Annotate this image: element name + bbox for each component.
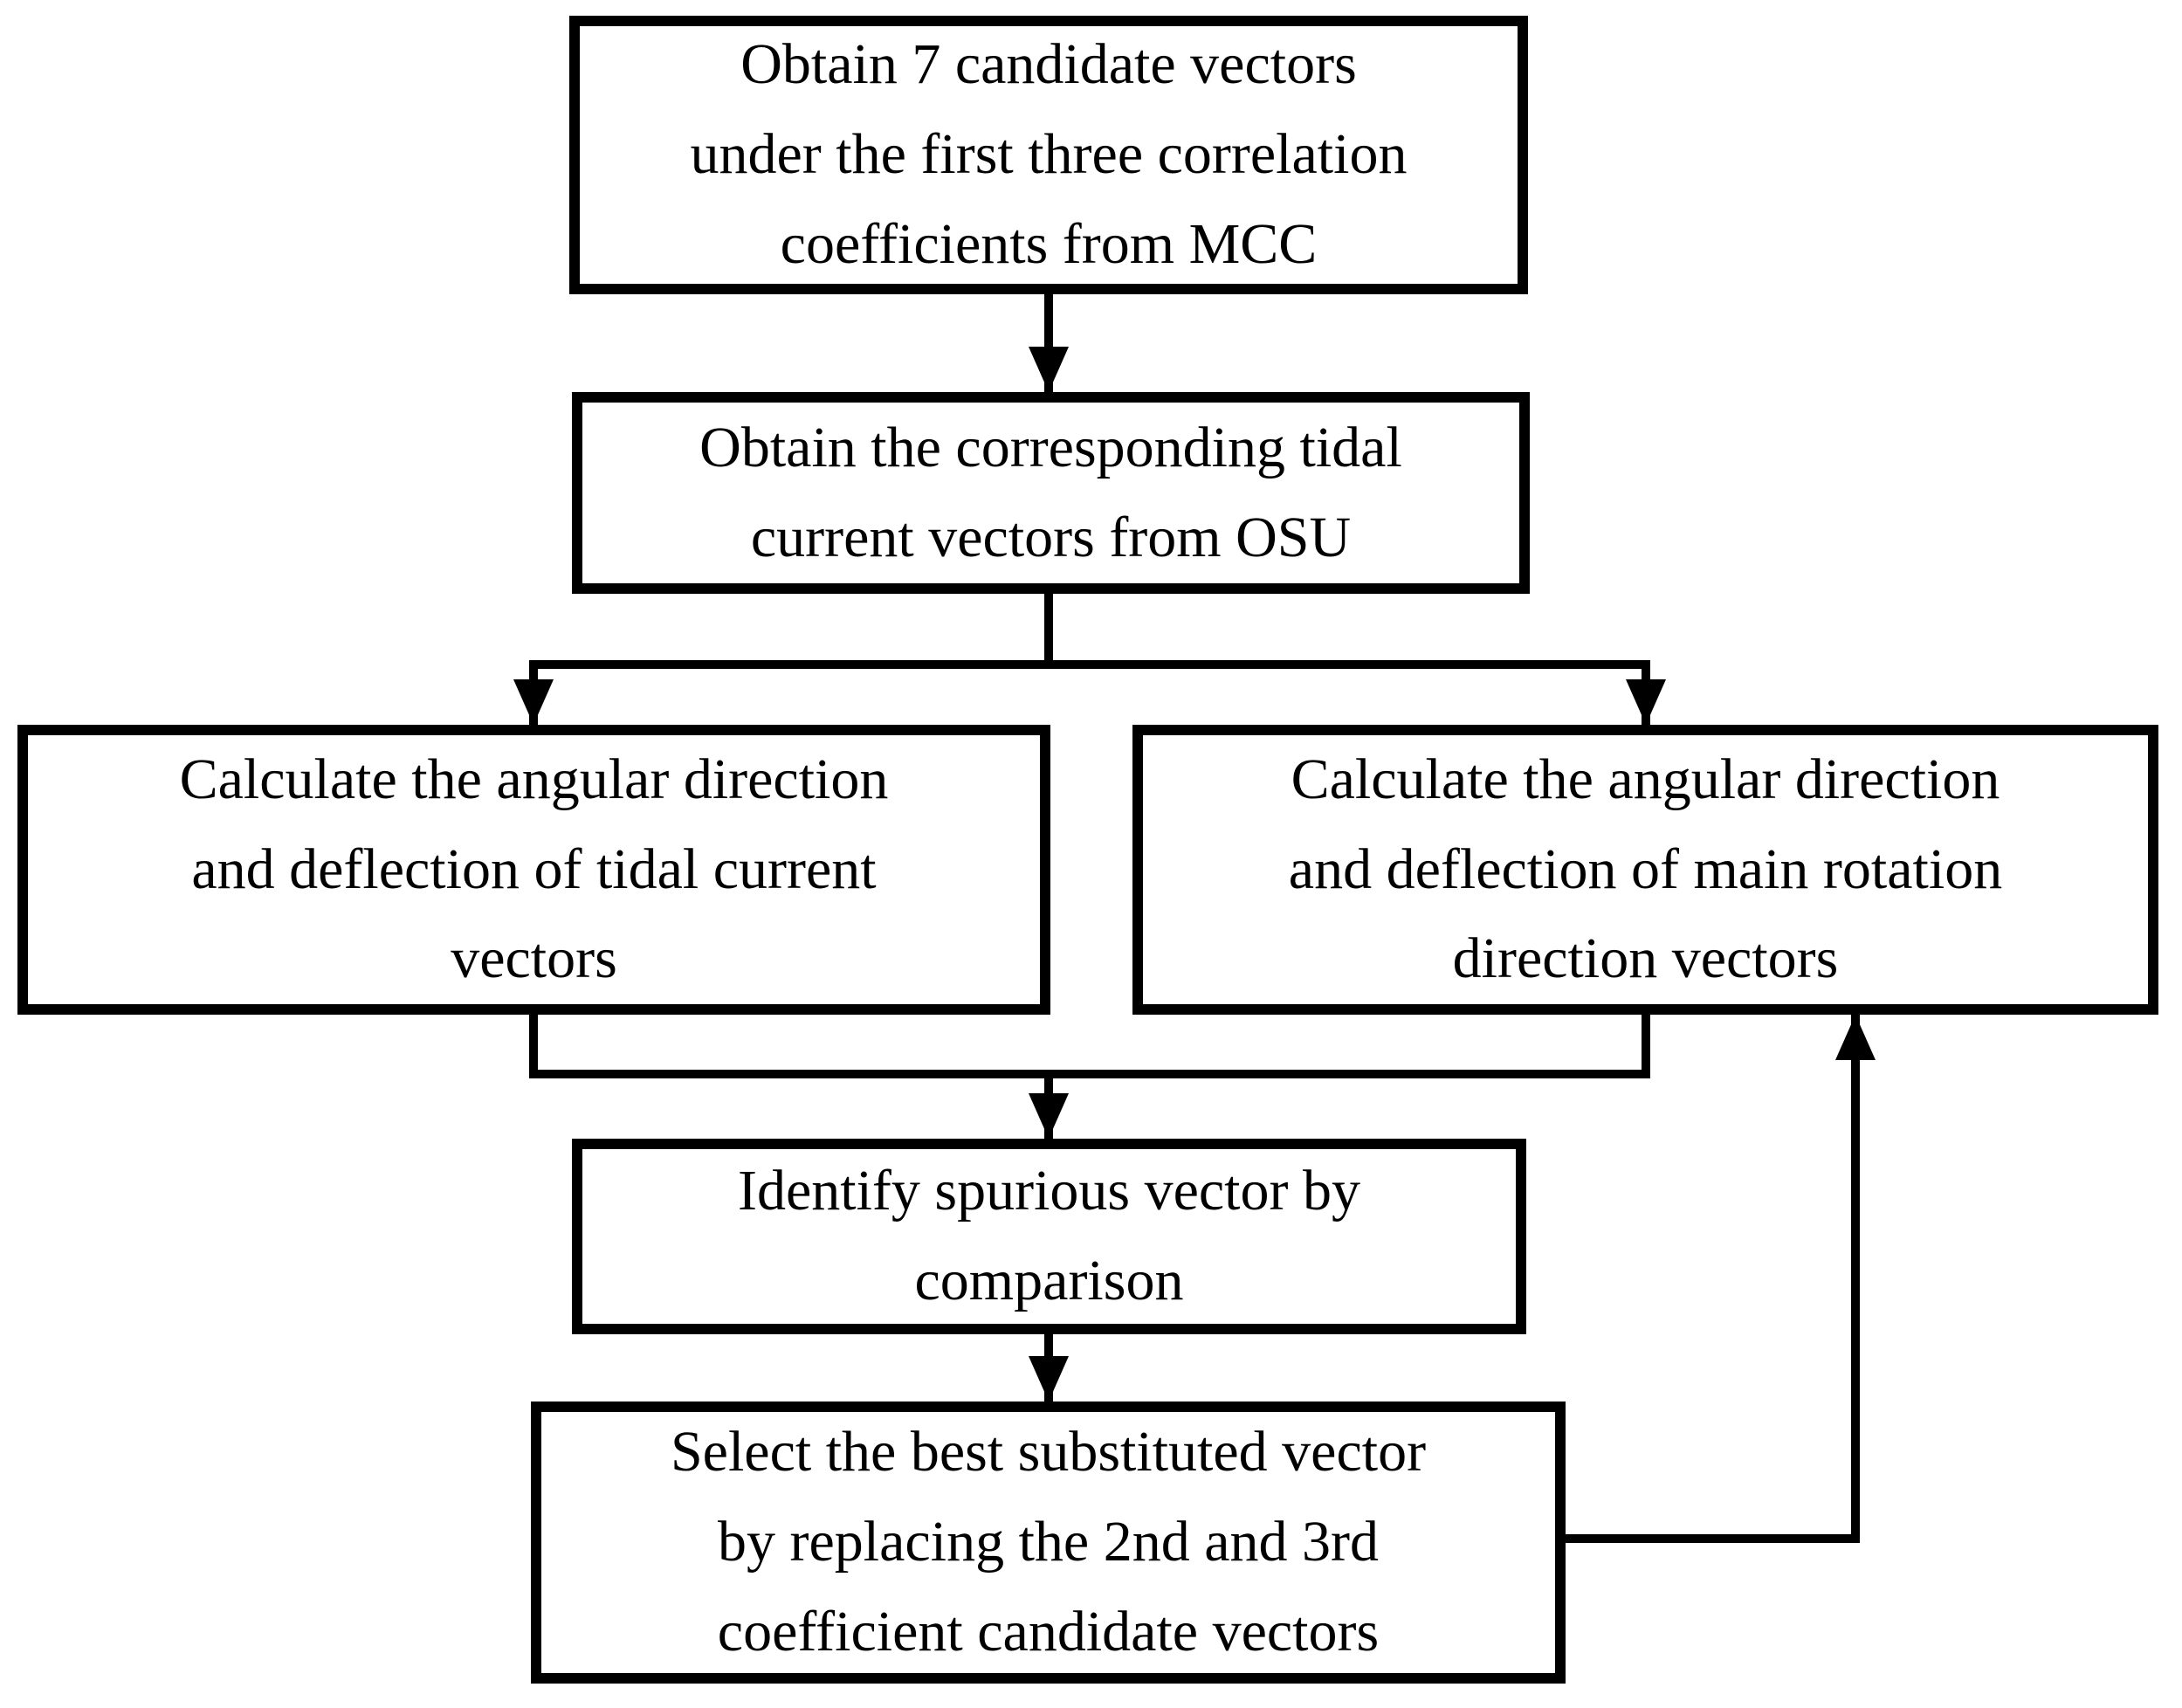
node-identify-spurious: Identify spurious vector by comparison bbox=[572, 1139, 1526, 1334]
connector-calc-tidal-to-join bbox=[529, 1015, 538, 1078]
connector-calc-rotation-to-join bbox=[1642, 1015, 1650, 1078]
node-calc-rotation-direction: Calculate the angular direction and defl… bbox=[1132, 725, 2158, 1015]
connector-candidates-to-tidal bbox=[1044, 294, 1053, 392]
node-calc-rotation-direction-label: Calculate the angular direction and defl… bbox=[1288, 747, 2003, 991]
feedback-horizontal bbox=[1566, 1534, 1860, 1543]
node-obtain-tidal-vectors-label: Obtain the corresponding tidal current v… bbox=[699, 415, 1402, 569]
node-select-substitute-label: Select the best substituted vector by re… bbox=[670, 1420, 1427, 1663]
arrowhead-into-calc-rotation-bottom bbox=[1835, 1015, 1876, 1060]
node-identify-spurious-label: Identify spurious vector by comparison bbox=[737, 1159, 1360, 1312]
arrowhead-into-identify bbox=[1029, 1093, 1069, 1139]
arrowhead-into-calc-rotation bbox=[1626, 679, 1666, 725]
arrowhead-into-select bbox=[1029, 1356, 1069, 1402]
node-obtain-candidates-label: Obtain 7 candidate vectors under the fir… bbox=[690, 32, 1408, 276]
arrowhead-into-calc-tidal bbox=[513, 679, 554, 725]
node-calc-tidal-direction: Calculate the angular direction and defl… bbox=[17, 725, 1050, 1015]
feedback-vertical bbox=[1851, 1015, 1860, 1543]
arrowhead-into-tidal bbox=[1029, 347, 1069, 392]
node-select-substitute: Select the best substituted vector by re… bbox=[531, 1402, 1566, 1684]
node-obtain-candidates: Obtain 7 candidate vectors under the fir… bbox=[569, 16, 1528, 294]
split-bar bbox=[533, 660, 1650, 669]
connector-tidal-to-split bbox=[1044, 594, 1053, 669]
node-obtain-tidal-vectors: Obtain the corresponding tidal current v… bbox=[572, 392, 1530, 594]
node-calc-tidal-direction-label: Calculate the angular direction and defl… bbox=[179, 747, 889, 991]
join-bar bbox=[533, 1070, 1650, 1078]
